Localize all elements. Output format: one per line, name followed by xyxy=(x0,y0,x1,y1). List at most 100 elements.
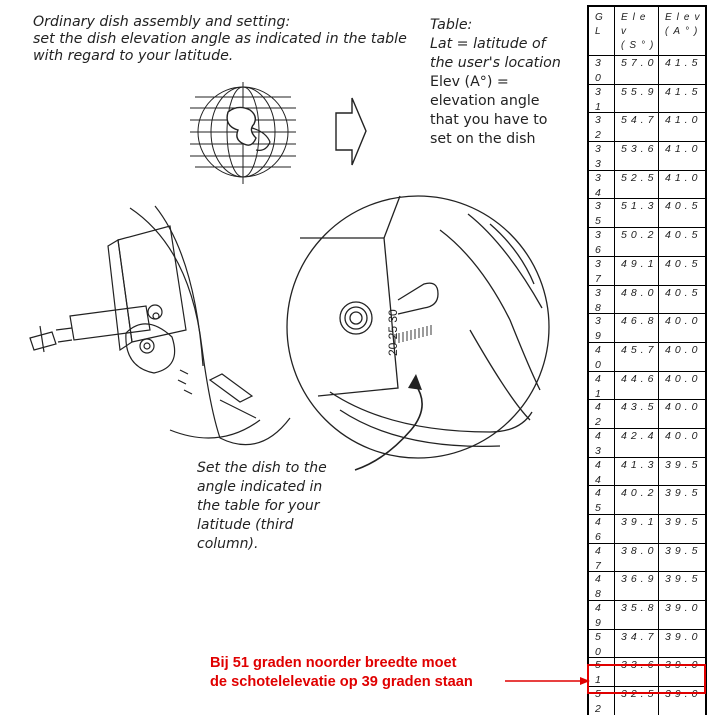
header-elev-s: Elev(S°) xyxy=(615,7,659,55)
cell-elev-a: 40.5 xyxy=(665,286,702,299)
cell-latitude: 42 xyxy=(589,400,615,428)
cell-elev-a: 40.0 xyxy=(665,315,702,328)
table-note-line: Table: xyxy=(430,17,473,33)
cell-elev-s: 43.5 xyxy=(615,400,659,428)
cell-latitude: 37 xyxy=(589,256,615,285)
arrow-right-icon xyxy=(335,97,367,166)
cell-latitude: 52 xyxy=(589,687,615,715)
table-legend-note: Table: Lat = latitude of the user's loca… xyxy=(430,16,580,149)
cell-elev-s: 36.9 xyxy=(615,572,659,601)
cell-elev-a: 39.5 xyxy=(665,573,702,586)
cell-latitude: 41 xyxy=(589,371,615,400)
cell-elev-s: 55.9 xyxy=(615,84,659,113)
cell-elev-a: 40.5 xyxy=(665,200,702,213)
cell-elev-s: 34.7 xyxy=(615,629,659,658)
table-note-line: the user's location xyxy=(430,55,561,71)
cell-elev-a: 41.0 xyxy=(665,171,702,184)
cell-elev-a: 41.5 xyxy=(665,85,702,98)
pointer-arrow-icon xyxy=(354,383,423,471)
globe-icon xyxy=(190,82,296,184)
elevation-scale-label: 20 25 30 xyxy=(386,309,400,356)
cell-latitude: 46 xyxy=(589,515,615,543)
cell-elev-a: 39.5 xyxy=(665,516,702,528)
table-note-line: Elev (A°) = xyxy=(430,74,509,90)
cell-latitude: 31 xyxy=(589,84,615,113)
cell-elev-a: 40.5 xyxy=(665,257,702,270)
callout-arrow-icon xyxy=(580,677,590,685)
cell-latitude: 49 xyxy=(589,601,615,629)
cell-elev-s: 52.5 xyxy=(615,170,659,199)
cell-latitude: 45 xyxy=(589,486,615,514)
cell-latitude: 36 xyxy=(589,228,615,256)
cell-latitude: 44 xyxy=(589,457,615,486)
cell-elev-s: 44.6 xyxy=(615,371,659,400)
cell-latitude: 39 xyxy=(589,314,615,342)
cell-elev-a: 40.0 xyxy=(665,372,702,385)
table-note-line: that you have to xyxy=(430,112,548,128)
set-dish-line: column). xyxy=(197,536,259,552)
set-dish-line: Set the dish to the xyxy=(197,460,327,476)
callout-line: de schotelelevatie op 39 graden staan xyxy=(210,674,473,690)
header-elev-a: Elev(A°) xyxy=(665,12,705,37)
cell-latitude: 34 xyxy=(589,170,615,199)
table-note-line: Lat = latitude of xyxy=(430,36,546,52)
intro-text: Ordinary dish assembly and setting: set … xyxy=(33,14,407,65)
table-note-line: elevation angle xyxy=(430,93,540,109)
table-note-line: set on the dish xyxy=(430,131,536,147)
cell-elev-a: 41.5 xyxy=(665,57,702,69)
cell-latitude: 35 xyxy=(589,199,615,228)
cell-latitude: 30 xyxy=(589,56,615,84)
set-dish-line: latitude (third xyxy=(197,517,294,533)
cell-elev-s: 41.3 xyxy=(615,457,659,486)
cell-latitude: 38 xyxy=(589,285,615,314)
cell-elev-a: 39.5 xyxy=(665,487,702,500)
cell-elev-a: 39.0 xyxy=(665,688,702,701)
cell-elev-a: 40.5 xyxy=(665,229,702,242)
cell-elev-s: 35.8 xyxy=(615,601,659,629)
cell-elev-a: 39.5 xyxy=(665,458,702,471)
intro-line: with regard to your latitude. xyxy=(33,48,234,64)
cell-elev-a: 39.0 xyxy=(665,602,702,615)
cell-latitude: 40 xyxy=(589,342,615,371)
cell-latitude: 32 xyxy=(589,113,615,142)
table-header-row: GL Elev(S°) Elev(A°) xyxy=(589,7,705,56)
cell-elev-s: 45.7 xyxy=(615,342,659,371)
cell-latitude: 33 xyxy=(589,142,615,170)
cell-elev-s: 53.6 xyxy=(615,142,659,170)
set-dish-note: Set the dish to the angle indicated in t… xyxy=(197,459,337,554)
cell-elev-s: 40.2 xyxy=(615,486,659,514)
cell-elev-a: 41.0 xyxy=(665,143,702,156)
header-latitude: GL xyxy=(589,7,615,55)
cell-elev-s: 38.0 xyxy=(615,543,659,572)
cell-elev-s: 50.2 xyxy=(615,228,659,256)
cell-elev-a: 40.0 xyxy=(665,401,702,414)
cell-elev-s: 57.0 xyxy=(615,56,659,84)
intro-line: Ordinary dish assembly and setting: xyxy=(33,14,291,30)
cell-elev-a: 39.5 xyxy=(665,544,702,557)
set-dish-line: the table for your xyxy=(197,498,320,514)
callout-text: Bij 51 graden noorder breedte moet de sc… xyxy=(210,654,473,692)
